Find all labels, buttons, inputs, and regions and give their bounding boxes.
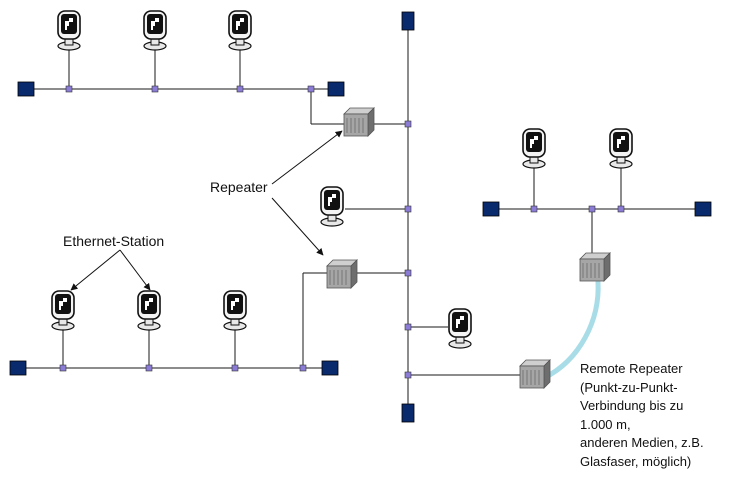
ethernet-station-icon xyxy=(143,10,167,51)
remote-repeater-line: Glasfaser, möglich) xyxy=(580,453,692,469)
tap-points xyxy=(404,120,412,379)
remote-repeater-icon xyxy=(519,359,551,389)
remote-repeater-line: 1.000 m, xyxy=(580,416,631,432)
repeater-label: Repeater xyxy=(210,179,268,195)
remote-repeater-line: (Punkt-zu-Punkt- xyxy=(580,379,678,395)
fiber-link xyxy=(541,279,601,381)
ethernet-station-icon xyxy=(522,128,546,169)
terminator xyxy=(17,81,35,97)
ethernet-station-icon xyxy=(137,290,161,331)
terminator xyxy=(482,201,500,217)
ethernet-station-icon xyxy=(57,10,81,51)
terminator xyxy=(9,360,27,376)
remote-repeater-line: anderen Medien, z.B. xyxy=(580,435,704,450)
tap-points xyxy=(65,85,315,93)
repeater-icon xyxy=(326,259,358,289)
segment-backbone xyxy=(345,22,520,416)
terminator xyxy=(321,360,339,376)
ethernet-station-icon xyxy=(448,308,472,349)
segment-top-left xyxy=(26,42,345,125)
ethernet-station-icon xyxy=(223,290,247,331)
remote-repeater-label: Remote Repeater (Punkt-zu-Punkt- Verbind… xyxy=(580,360,704,471)
ethernet-station-label: Ethernet-Station xyxy=(63,233,165,249)
ethernet-station-icon xyxy=(609,128,633,169)
segment-right xyxy=(490,160,702,258)
tap-points xyxy=(530,205,625,213)
remote-repeater-icon xyxy=(579,252,611,282)
ethernet-station-icon xyxy=(320,186,344,227)
terminator xyxy=(401,403,415,423)
ethernet-station-icon xyxy=(51,290,75,331)
repeater-icon xyxy=(343,107,375,137)
terminator xyxy=(327,81,345,97)
terminator xyxy=(694,201,712,217)
tap-points xyxy=(59,364,307,372)
ethernet-station-icon xyxy=(228,10,252,51)
terminator xyxy=(401,11,415,31)
remote-repeater-line: Verbindung bis zu xyxy=(580,398,684,413)
callout-arrows xyxy=(70,130,343,291)
remote-repeater-line: Remote Repeater xyxy=(580,361,683,376)
